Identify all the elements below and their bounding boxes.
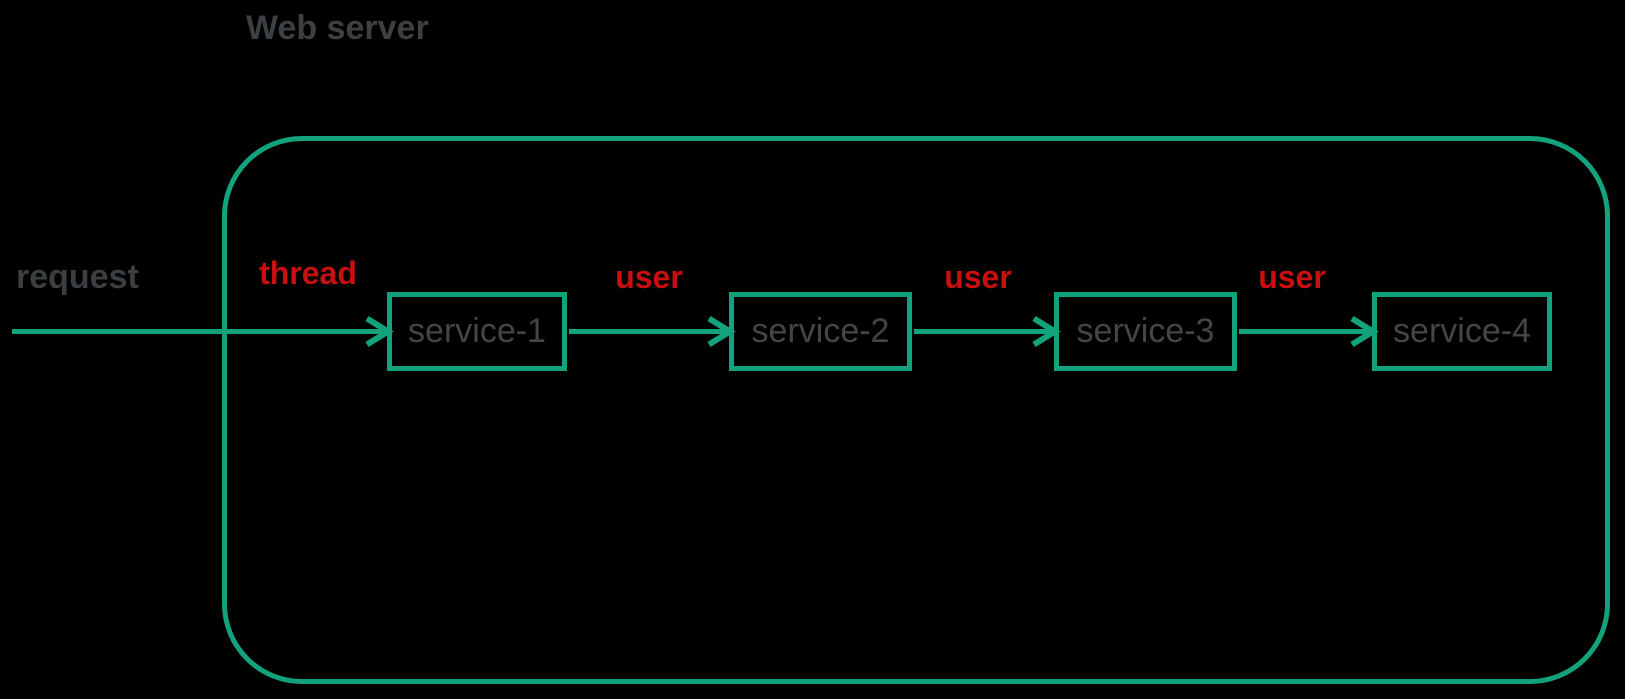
edge-label-user-3: user [1258, 259, 1326, 295]
web-server-container-box [222, 136, 1610, 684]
service-2-node: service-2 [729, 292, 912, 371]
edge-label-user-2: user [944, 259, 1012, 295]
edge-label-user-1: user [615, 259, 683, 295]
service-4-node: service-4 [1372, 292, 1552, 371]
service-4-label: service-4 [1393, 312, 1531, 350]
service-1-label: service-1 [408, 312, 546, 350]
service-1-node: service-1 [387, 292, 567, 371]
service-3-node: service-3 [1054, 292, 1237, 371]
service-3-label: service-3 [1076, 312, 1215, 350]
request-label: request [16, 258, 139, 296]
edge-label-thread: thread [259, 255, 357, 291]
service-2-label: service-2 [751, 312, 890, 350]
web-server-title: Web server [246, 9, 429, 47]
